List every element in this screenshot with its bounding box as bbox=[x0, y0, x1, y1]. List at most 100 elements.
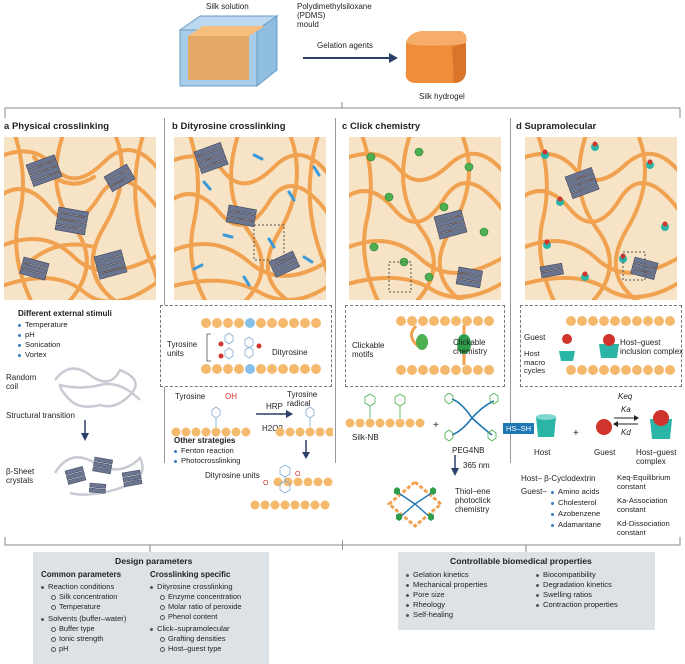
host-value: β-Cyclodextrin bbox=[544, 474, 596, 483]
supramolecular-zoom-drawing bbox=[559, 316, 675, 375]
specific-title: Crosslinking specific bbox=[150, 570, 231, 579]
gelation-arrow bbox=[303, 53, 398, 63]
keq-constant-label: Keq-Equilibrium constant bbox=[617, 473, 671, 491]
structural-transition-label: Structural transition bbox=[6, 411, 75, 420]
silk-hydrogel-cube bbox=[405, 31, 467, 83]
stimuli-title: Different external stimuli bbox=[18, 309, 112, 318]
dityrosine-zoom-box bbox=[160, 305, 332, 387]
specific-subitem: Grafting densities bbox=[160, 634, 226, 643]
kd-constant-label: Kd-Dissociation constant bbox=[617, 519, 670, 537]
common-subitem: Buffer type bbox=[51, 624, 95, 633]
random-coil-label: Random coil bbox=[6, 373, 37, 392]
dityrosine-units-drawing: O O bbox=[250, 464, 330, 510]
panel-c-title: Click chemistry bbox=[349, 121, 421, 132]
common-subitem: pH bbox=[51, 644, 68, 653]
other-strategy-item: Photocrosslinking bbox=[174, 456, 241, 465]
equilibrium-arrows bbox=[613, 415, 639, 427]
svg-text:O: O bbox=[295, 471, 301, 478]
property-item: Degradation kinetics bbox=[536, 580, 612, 589]
specific-subitem: Host–guest type bbox=[160, 644, 221, 653]
pdms-mould-label: Polydimethylsiloxane (PDMS) mould bbox=[297, 2, 372, 30]
tyrosine-reaction-drawing bbox=[171, 406, 333, 486]
stimulus-item: Temperature bbox=[18, 320, 68, 329]
other-strategy-item: Fenton reaction bbox=[174, 446, 234, 455]
common-subitem: Ionic strength bbox=[51, 634, 103, 643]
bracket-line bbox=[4, 102, 681, 118]
thiol-ene-label: Thiol–ene photoclick chemistry bbox=[455, 487, 491, 515]
divider-ab bbox=[164, 118, 165, 463]
guest-item: Adamantane bbox=[551, 520, 601, 529]
panel-a-network bbox=[4, 137, 156, 300]
stimulus-item: pH bbox=[18, 330, 35, 339]
panel-d-title: Supramolecular bbox=[524, 121, 597, 132]
clickable-motifs-label: Clickable motifs bbox=[352, 341, 385, 360]
beta-sheet-label: β-Sheet crystals bbox=[6, 467, 35, 486]
property-item: Self-healing bbox=[406, 610, 453, 619]
panel-a-scene bbox=[4, 137, 156, 300]
silk-solution-label: Silk solution bbox=[206, 2, 249, 11]
dityrosine-label: Dityrosine bbox=[272, 348, 308, 357]
property-item: Contraction properties bbox=[536, 600, 618, 609]
inclusion-complex-label: Host–guest inclusion complex bbox=[620, 338, 684, 357]
oh-label: OH bbox=[225, 392, 237, 401]
property-item: Mechanical properties bbox=[406, 580, 487, 589]
supramolecular-zoom-box bbox=[520, 305, 682, 387]
panel-b-network bbox=[174, 137, 326, 300]
transition-arrow bbox=[81, 420, 89, 441]
host-macrocycles-label: Host macro cycles bbox=[524, 349, 546, 376]
panel-b-header: b Dityrosine crosslinking bbox=[172, 121, 286, 132]
panel-b-title: Dityrosine crosslinking bbox=[180, 121, 286, 132]
stimulus-item: Sonication bbox=[18, 340, 60, 349]
stimulus-item: Vortex bbox=[18, 350, 47, 359]
panel-c-letter: c bbox=[342, 121, 348, 132]
click-plus: + bbox=[433, 420, 439, 431]
h2o2-label: H2O2 bbox=[262, 424, 283, 433]
silk-mould-illustration bbox=[178, 15, 279, 88]
keq-label: Keq bbox=[618, 392, 633, 401]
property-item: Gelation kinetics bbox=[406, 570, 469, 579]
guest-item: Azobenzene bbox=[551, 509, 600, 518]
host-prefix: Host– bbox=[521, 474, 542, 483]
hs-sh-badge: HS–SH bbox=[503, 423, 535, 434]
host-guest-reaction-drawing bbox=[536, 410, 672, 439]
specific-subitem: Enzyme concentration bbox=[160, 592, 241, 601]
silk-nb-drawing bbox=[345, 393, 425, 428]
property-item: Swelling ratios bbox=[536, 590, 592, 599]
common-title: Common parameters bbox=[41, 570, 122, 579]
svg-text:O: O bbox=[263, 480, 269, 487]
specific-item: Dityrosine crosslinking bbox=[150, 582, 233, 591]
host-guest-complex-label: Host–guest complex bbox=[636, 448, 677, 467]
panel-a-title: Physical crosslinking bbox=[11, 121, 110, 132]
properties-box: Controllable biomedical properties Gelat… bbox=[398, 552, 655, 630]
panel-d-header: d Supramolecular bbox=[516, 121, 596, 132]
guest-species-label: Guest bbox=[594, 448, 616, 457]
ka-constant-label: Ka-Association constant bbox=[617, 496, 668, 514]
properties-title: Controllable biomedical properties bbox=[450, 556, 592, 566]
guest-item: Cholesterol bbox=[551, 498, 596, 507]
design-title: Design parameters bbox=[115, 556, 193, 566]
panel-d-letter: d bbox=[516, 121, 522, 132]
clickable-chemistry-label: Clickable chemistry bbox=[453, 338, 488, 357]
divider-cd bbox=[510, 118, 511, 463]
panel-a-letter: a bbox=[4, 121, 10, 132]
click-zoom-drawing bbox=[396, 316, 494, 375]
kd-label: Kd bbox=[621, 428, 631, 437]
divider-bc bbox=[335, 118, 336, 463]
tyrosine-units-label: Tyrosine units bbox=[167, 340, 198, 359]
silk-nb-label: Silk-NB bbox=[352, 433, 379, 442]
property-item: Pore size bbox=[406, 590, 445, 599]
dityrosine-units-label: Dityrosine units bbox=[205, 471, 260, 480]
property-item: Rheology bbox=[406, 600, 445, 609]
guest-row-label: Guest– bbox=[521, 487, 547, 496]
dityrosine-zoom-drawing bbox=[201, 318, 321, 374]
peg4nb-drawing bbox=[444, 393, 499, 442]
specific-item: Click–supramolecular bbox=[150, 624, 230, 633]
thiol-ene-network bbox=[386, 480, 444, 528]
specific-subitem: Phenol content bbox=[160, 612, 217, 621]
host-label: Host bbox=[534, 448, 551, 457]
ka-label: Ka bbox=[621, 405, 631, 414]
panel-c-header: c Click chemistry bbox=[342, 121, 420, 132]
silk-hydrogel-label: Silk hydrogel bbox=[419, 92, 465, 101]
common-item: Reaction conditions bbox=[41, 582, 114, 591]
bottom-bracket bbox=[4, 537, 681, 552]
